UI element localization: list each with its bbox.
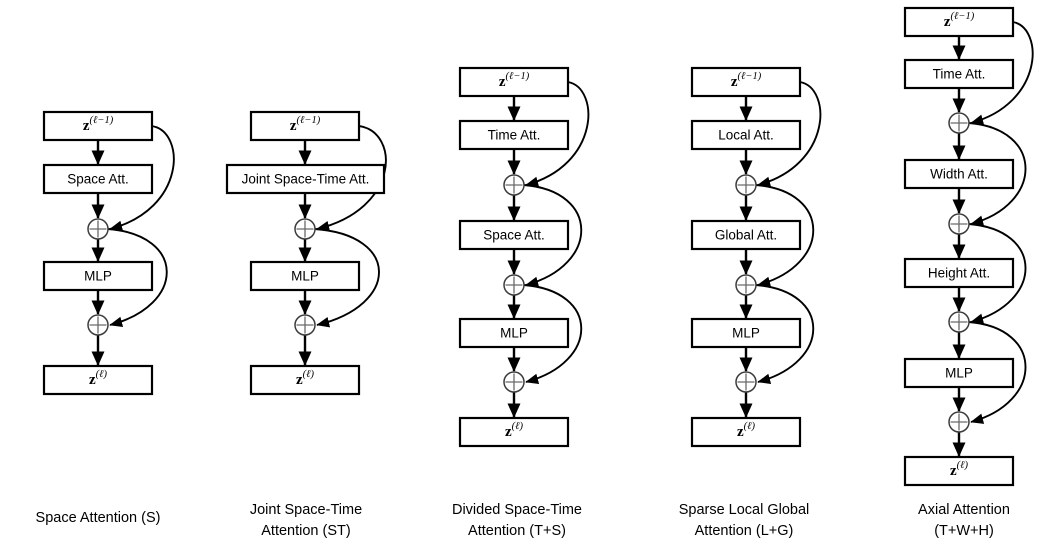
tensor-box: z(ℓ) [690,416,802,448]
residual-skip-connection [314,228,380,328]
sum-node [948,112,970,134]
tensor-label: z(ℓ) [950,460,969,479]
operation-box: Space Att. [458,219,570,251]
tensor-box: z(ℓ−1) [903,6,1015,38]
sum-node [503,274,525,296]
operation-box: Local Att. [690,119,802,151]
sum-node [294,314,316,336]
sum-node [503,174,525,196]
sum-node [87,218,109,240]
sum-node [294,218,316,240]
operation-box: MLP [903,357,1015,389]
residual-skip-connection [755,184,815,287]
tensor-label: z(ℓ−1) [499,71,530,90]
tensor-label: z(ℓ) [505,421,524,440]
operation-label: MLP [291,269,319,284]
operation-label: Width Att. [930,167,988,182]
sum-node [948,411,970,433]
sum-node [87,314,109,336]
operation-box: Height Att. [903,257,1015,289]
operation-label: Global Att. [715,228,777,243]
tensor-box: z(ℓ−1) [458,66,570,98]
operation-label: Space Att. [483,228,545,243]
operation-box: MLP [249,260,361,292]
tensor-label: z(ℓ) [737,421,756,440]
operation-label: MLP [945,366,973,381]
residual-skip-connection [109,125,175,232]
tensor-label: z(ℓ−1) [83,115,114,134]
residual-skip-connection [525,81,590,187]
column-caption-joint-space-time-attention: Joint Space-Time Attention (ST) [249,502,363,540]
operation-label: Height Att. [928,266,990,281]
sum-node [735,174,757,196]
operation-box: Joint Space-Time Att. [225,163,386,195]
operation-label: Time Att. [933,67,986,82]
operation-box: Time Att. [458,119,570,151]
residual-skip-connection [968,321,1027,424]
column-caption-divided-space-time-attention: Divided Space-Time Attention (T+S) [451,502,582,540]
tensor-box: z(ℓ) [903,455,1015,487]
tensor-label: z(ℓ) [296,369,315,388]
operation-label: MLP [732,326,760,341]
tensor-box: z(ℓ−1) [249,110,361,142]
tensor-box: z(ℓ) [42,364,154,396]
operation-label: Space Att. [67,172,129,187]
tensor-box: z(ℓ−1) [690,66,802,98]
tensor-label: z(ℓ) [89,369,108,388]
operation-label: Joint Space-Time Att. [242,172,370,187]
sum-node [735,371,757,393]
sum-node [948,213,970,235]
column-caption-axial-attention: Axial Attention (T+W+H) [918,502,1010,540]
sum-node [735,274,757,296]
tensor-label: z(ℓ−1) [944,11,975,30]
sum-node [948,311,970,333]
operation-label: Local Att. [718,128,774,143]
residual-skip-connection [970,21,1034,125]
column-caption-space-attention: Space Attention (S) [35,510,161,526]
residual-skip-connection [107,228,168,328]
operation-label: MLP [84,269,112,284]
operation-box: Width Att. [903,158,1015,190]
column-caption-sparse-local-global-attention: Sparse Local Global Attention (L+G) [678,502,810,540]
residual-skip-connection [523,184,583,287]
operation-box: MLP [458,317,570,349]
tensor-box: z(ℓ−1) [42,110,154,142]
operation-box: Global Att. [690,219,802,251]
operation-box: MLP [42,260,154,292]
residual-skip-connection [968,122,1027,226]
operation-box: Space Att. [42,163,154,195]
tensor-label: z(ℓ−1) [731,71,762,90]
operation-label: MLP [500,326,528,341]
tensor-box: z(ℓ) [249,364,361,396]
operation-box: MLP [690,317,802,349]
operation-box: Time Att. [903,58,1015,90]
sum-node [503,371,525,393]
residual-skip-connection [523,284,583,384]
residual-skip-connection [755,284,815,384]
residual-skip-connection [968,223,1027,324]
tensor-label: z(ℓ−1) [290,115,321,134]
tensor-box: z(ℓ) [458,416,570,448]
residual-skip-connection [757,81,822,187]
operation-label: Time Att. [488,128,541,143]
